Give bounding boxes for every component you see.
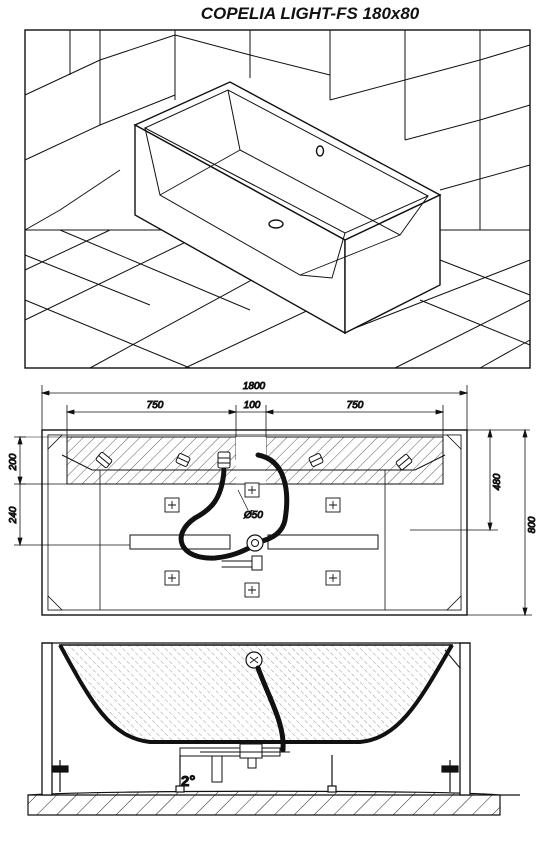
section-view: 2° [27,642,520,816]
bathtub-iso [133,81,442,335]
dim-height-total: 800 [527,516,538,533]
dim-total-length-label: 1800 [243,381,266,392]
iso-frame [24,29,531,369]
dim-segment-left: 750 [147,400,164,411]
dim-left-depth [14,435,130,547]
support-feet [51,755,459,793]
dim-height-inner: 480 [492,473,503,490]
dim-total-length [40,385,469,430]
drain-diameter-label: Ø50 [243,510,263,521]
dim-segment-center: 100 [244,400,261,411]
drawing-title: COPELIA LIGHT-FS 180x80 [200,4,420,23]
mounting-points [164,482,341,598]
dim-segments [65,405,445,460]
drain-icon [268,219,284,229]
dim-right-heights [410,428,532,617]
support-rail-right [267,534,379,550]
drain-trap [179,743,290,783]
overflow-icon [315,145,325,157]
drain-hoses-plan [178,452,290,571]
floor-tiles [24,229,531,369]
jet-nozzles [95,451,413,471]
tub-outline-plan [41,429,468,616]
dim-segment-right: 750 [347,400,364,411]
dim-depth-drain: 240 [8,506,19,524]
slope-label: 2° [181,773,195,790]
isometric-view [24,29,531,369]
wall-tiles [24,30,531,231]
plan-view: 1800 750 100 750 [8,381,539,617]
dim-depth-top: 200 [8,453,19,471]
